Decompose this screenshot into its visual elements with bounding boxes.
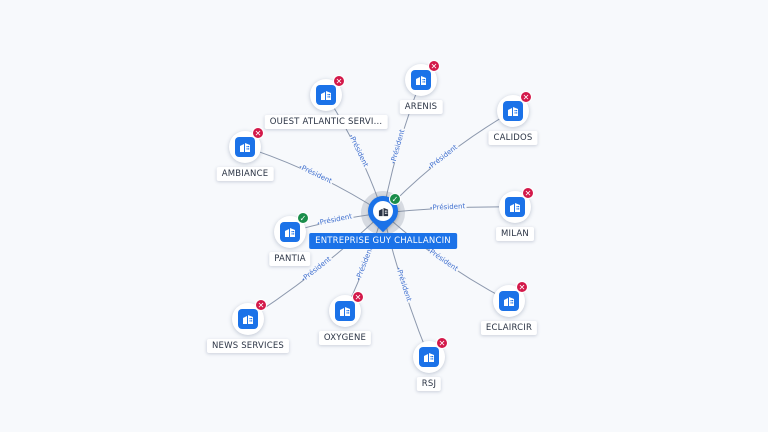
edge-eclaircir [382,212,510,302]
node-label[interactable]: ARENIS [399,100,443,114]
node-label[interactable]: AMBIANCE [216,167,274,181]
edge-arrow-icon [428,249,432,253]
edge-arrow-icon [350,134,354,139]
edge-arrow-icon [299,166,303,170]
edge-label-group-ouest-atlantic: Président [347,134,372,170]
edge-arrow-icon [302,277,306,281]
node-label[interactable]: OUEST ATLANTIC SERVI... [264,115,388,129]
node-circle[interactable]: ✕ [232,299,267,335]
center-node-label[interactable]: ENTREPRISE GUY CHALLANCIN [309,233,457,249]
edge-label-group-pantia: Président [317,211,354,228]
edge-label-group-eclaircir: Président [427,246,462,274]
edge-calidos [382,110,514,214]
inactive-cross-icon: ✕ [522,187,534,199]
edge-label-group-rsj: Président [394,267,415,304]
inactive-cross-icon: ✕ [436,337,448,349]
company-icon [505,197,525,217]
edge-arrow-icon [317,221,321,225]
inactive-cross-icon: ✕ [516,281,528,293]
edge-arrow-icon [357,276,361,281]
edge-label: Président [348,135,370,168]
edge-label-group-ambiance: Président [299,162,335,186]
edge-label: Président [390,128,407,162]
node-label[interactable]: PANTIA [269,252,311,266]
edge-label-group-oxygene: Président [354,244,376,281]
node-label[interactable]: MILAN [496,227,534,241]
edge-label-group-calidos: Président [427,142,461,172]
edge-label: Président [300,164,333,185]
node-circle[interactable]: ✕ [499,187,534,223]
edge-arrow-icon [429,206,433,210]
node-label[interactable]: OXYGENE [318,331,372,345]
edge-label: Président [355,245,374,279]
inactive-cross-icon: ✕ [352,291,364,303]
inactive-cross-icon: ✕ [428,60,440,72]
edge-arrow-icon [392,160,396,164]
node-circle[interactable]: ✕ [497,91,532,127]
inactive-cross-icon: ✕ [252,127,264,139]
edge-label: Président [432,202,465,211]
edge-label: Président [428,143,459,170]
edge-arrow-icon [428,165,433,169]
node-circle[interactable]: ✕ [310,75,345,111]
node-label[interactable]: RSJ [416,377,442,391]
node-circle[interactable]: ✕ [405,60,440,96]
edge-label: Président [319,212,353,226]
edge-ambiance [244,146,384,214]
node-label[interactable]: NEWS SERVICES [206,339,290,353]
company-icon [499,291,519,311]
inactive-cross-icon: ✕ [255,299,267,311]
inactive-cross-icon: ✕ [333,75,345,87]
company-icon [373,201,393,221]
company-icon [235,137,255,157]
node-circle[interactable]: ✕ [229,127,264,163]
edge-label: Président [395,269,413,303]
node-circle[interactable]: ✓ [274,212,309,248]
edge-label-group-arenis: Président [388,127,408,164]
company-icon [503,101,523,121]
node-label[interactable]: ECLAIRCIR [480,321,538,335]
edge-rsj [382,212,430,358]
active-check-icon: ✓ [389,193,401,205]
edge-label: Président [428,248,460,273]
company-icon [280,222,300,242]
active-check-icon: ✓ [297,212,309,224]
company-icon [238,309,258,329]
company-icon [419,347,439,367]
edge-arrow-icon [397,267,401,271]
company-icon [316,85,336,105]
node-circle[interactable]: ✕ [493,281,528,317]
node-circle[interactable]: ✕ [413,337,448,373]
company-icon [411,70,431,90]
company-icon [335,301,355,321]
edge-label-group-milan: Président [429,201,467,213]
node-circle[interactable]: ✕ [329,291,364,327]
node-label[interactable]: CALIDOS [488,131,538,145]
inactive-cross-icon: ✕ [520,91,532,103]
